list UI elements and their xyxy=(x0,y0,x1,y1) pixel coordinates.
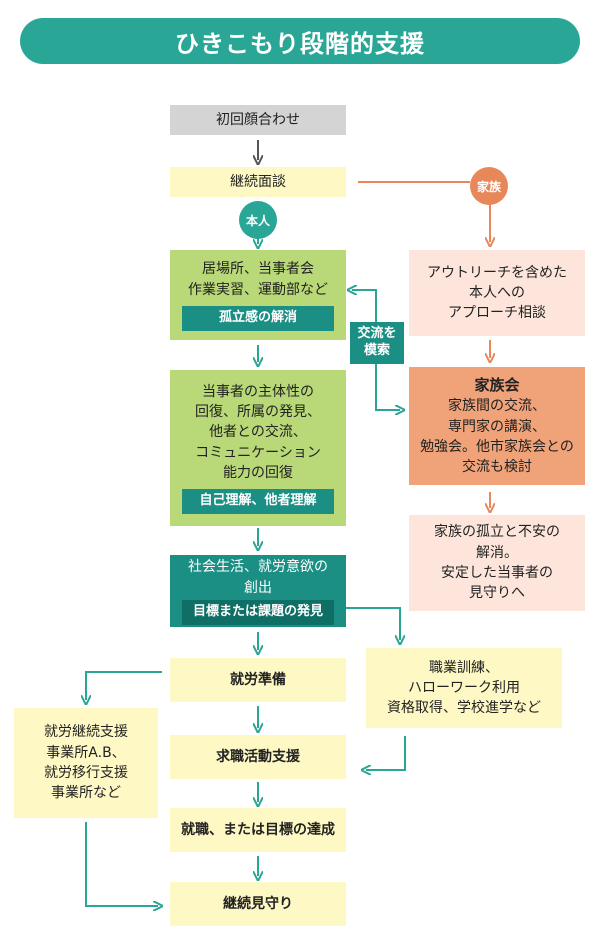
outreach-line-3: アプローチ相談 xyxy=(448,305,546,322)
subjectivity-line-1: 当事者の主体性の xyxy=(202,383,314,400)
work-support-line-2: 事業所A.B、 xyxy=(46,744,126,761)
continued-interview-box: 継続面談 xyxy=(170,167,346,197)
place-line-1: 居場所、当事者会 xyxy=(202,261,314,278)
social-life-tag: 目標または課題の発見 xyxy=(182,599,334,625)
family-meeting-line-1: 家族間の交流、 xyxy=(448,398,546,415)
subjectivity-line-4: コミュニケーション xyxy=(195,444,321,461)
outreach-line-2: 本人への xyxy=(469,284,525,301)
arrow-vocational-to-hunt xyxy=(366,736,406,770)
vocational-line-3: 資格取得、学校進学など xyxy=(387,700,541,717)
family-meeting-line-4: 交流も検討 xyxy=(462,459,532,476)
continued-interview-label: 継続面談 xyxy=(230,173,286,190)
exchange-badge: 交流を 模索 xyxy=(350,322,404,364)
family-badge-label: 家族 xyxy=(476,179,501,194)
watch-label: 継続見守り xyxy=(223,895,293,912)
family-meeting-line-3: 勉強会。他市家族会との xyxy=(420,438,574,455)
social-life-box: 社会生活、就労意欲の 創出 目標または課題の発見 xyxy=(170,555,346,627)
self-badge: 本人 xyxy=(239,201,277,239)
vocational-line-2: ハローワーク利用 xyxy=(408,679,520,696)
social-life-line-1: 社会生活、就労意欲の xyxy=(188,559,328,576)
social-life-line-2: 創出 xyxy=(244,579,272,596)
family-badge: 家族 xyxy=(470,167,508,205)
arrow-worksupport-to-watch xyxy=(85,822,158,906)
subjectivity-box: 当事者の主体性の 回復、所属の発見、 他者との交流、 コミュニケーション 能力の… xyxy=(170,370,346,526)
job-hunt-label: 求職活動支援 xyxy=(216,748,300,765)
work-prep-box: 就労準備 xyxy=(170,658,346,702)
place-line-2: 作業実習、運動部など xyxy=(188,281,328,298)
subjectivity-line-5: 能力の回復 xyxy=(223,465,293,482)
arrow-social-to-vocational xyxy=(345,607,400,640)
family-relief-line-2: 解消。 xyxy=(476,544,518,561)
subjectivity-line-2: 回復、所属の発見、 xyxy=(195,404,321,421)
vocational-box: 職業訓練、 ハローワーク利用 資格取得、学校進学など xyxy=(366,648,562,728)
exchange-line-2: 模索 xyxy=(363,343,390,358)
family-meeting-title: 家族会 xyxy=(474,375,520,394)
place-box: 居場所、当事者会 作業実習、運動部など 孤立感の解消 xyxy=(170,250,346,340)
outreach-line-1: アウトリーチを含めた xyxy=(427,264,567,281)
arrow-prep-to-worksupport xyxy=(86,671,162,700)
page-title: ひきこもり段階的支援 xyxy=(20,18,580,64)
outreach-box: アウトリーチを含めた 本人への アプローチ相談 xyxy=(409,250,585,336)
family-relief-line-1: 家族の孤立と不安の xyxy=(434,524,560,541)
family-meeting-box: 家族会 家族間の交流、 専門家の講演、 勉強会。他市家族会との 交流も検討 xyxy=(409,367,585,485)
watch-box: 継続見守り xyxy=(170,882,346,926)
family-relief-line-3: 安定した当事者の xyxy=(441,565,553,581)
first-meeting-box: 初回顔合わせ xyxy=(170,105,346,135)
first-meeting-label: 初回顔合わせ xyxy=(216,111,300,128)
work-support-line-1: 就労継続支援 xyxy=(44,724,128,741)
place-tag: 孤立感の解消 xyxy=(182,305,334,331)
employment-label: 就職、または目標の達成 xyxy=(181,821,335,838)
work-prep-label: 就労準備 xyxy=(230,671,286,688)
exchange-line-1: 交流を xyxy=(357,326,397,342)
family-relief-line-4: 見守りへ xyxy=(469,585,525,602)
vocational-line-1: 職業訓練、 xyxy=(429,659,499,676)
family-meeting-line-2: 専門家の講演、 xyxy=(448,418,546,435)
employment-box: 就職、または目標の達成 xyxy=(170,808,346,852)
subjectivity-tag: 自己理解、他者理解 xyxy=(182,489,334,515)
work-support-box: 就労継続支援 事業所A.B、 就労移行支援 事業所など xyxy=(14,708,158,818)
family-relief-box: 家族の孤立と不安の 解消。 安定した当事者の 見守りへ xyxy=(409,515,585,611)
subjectivity-line-3: 他者との交流、 xyxy=(209,424,307,441)
work-support-line-3: 就労移行支援 xyxy=(44,765,128,781)
job-hunt-box: 求職活動支援 xyxy=(170,735,346,779)
work-support-line-4: 事業所など xyxy=(51,785,121,802)
self-badge-label: 本人 xyxy=(245,213,270,228)
